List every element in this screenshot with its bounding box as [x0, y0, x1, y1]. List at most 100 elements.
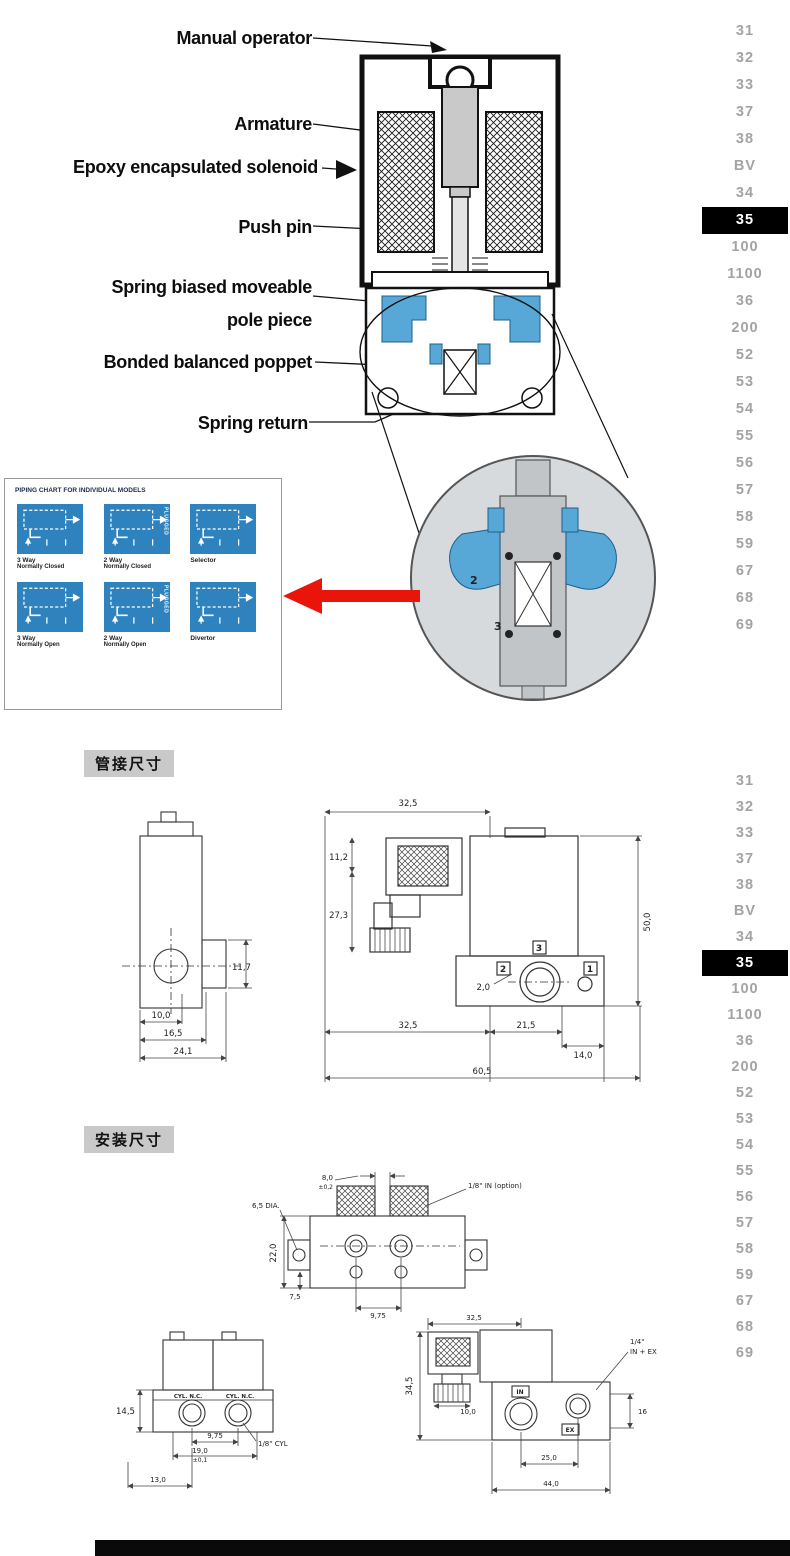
piping-side-view	[122, 811, 240, 1014]
piping-tile-sub: Normally Open	[103, 642, 147, 648]
index-tab-36: 36	[735, 1033, 755, 1049]
dim-bottom-32-5: 32,5	[399, 1021, 418, 1031]
pole-piece-part	[371, 271, 549, 289]
index-tab-57: 57	[735, 1215, 755, 1231]
index-tab-38: 38	[735, 877, 755, 893]
piping-tile-sub: Normally Closed	[103, 564, 152, 570]
piping-tile-diagram: PLUGGED	[103, 504, 170, 554]
piping-tile-6: Divertor	[190, 582, 269, 648]
dim-quarter-inch: 1/4"	[630, 1338, 645, 1346]
index-tab-68: 68	[735, 1319, 755, 1335]
piping-tile-sub: Normally Closed	[17, 564, 65, 570]
index-tab-56: 56	[735, 455, 755, 471]
piping-tile-name: Selector	[190, 557, 216, 564]
piping-tile-diagram	[17, 504, 83, 554]
index-tab-33: 33	[735, 77, 755, 93]
index-tab-67: 67	[735, 563, 755, 579]
dim-13-0: 13,0	[150, 1476, 166, 1484]
piping-tile-diagram	[190, 582, 257, 632]
coil-right	[485, 111, 543, 253]
dim-9-75-top: 9,75	[370, 1312, 386, 1320]
index-tab-200: 200	[731, 1059, 759, 1075]
piping-tile-name: 2 Way	[103, 635, 123, 642]
index-tab-32: 32	[735, 799, 755, 815]
plugged-note: PLUGGED	[162, 507, 169, 536]
dim-44-0: 44,0	[543, 1480, 559, 1488]
index-tab-bv: BV	[733, 903, 757, 919]
index-tab-31: 31	[735, 23, 755, 39]
index-tab-31: 31	[735, 773, 755, 789]
index-tab-68: 68	[735, 590, 755, 606]
dim-8-0: 8,0	[322, 1174, 333, 1182]
mounting-top-dim-lines	[279, 1172, 467, 1312]
piping-front-dim-lines	[324, 809, 642, 1082]
detail-ellipse	[359, 287, 561, 417]
index-tab-34: 34	[735, 185, 755, 201]
port2-box-label: 2	[500, 965, 506, 975]
piping-tile-name: 3 Way	[17, 557, 36, 564]
piping-tile-diagram	[17, 582, 83, 632]
piping-tile-3: Selector	[190, 504, 269, 570]
valve2-label: CYL. N.C.	[226, 1394, 254, 1400]
dim-port-option: 1/8" IN (option)	[468, 1182, 522, 1190]
index-tab-32: 32	[735, 50, 755, 66]
dim-19-0-tol: ±0,1	[193, 1457, 208, 1464]
red-pointer-arrow	[283, 578, 420, 614]
index-tab-100: 100	[731, 981, 759, 997]
mounting-dimensions-figure: 8,0 ±0,2 6,5 DIA. 1/8" IN (option) 22,0 …	[116, 1172, 657, 1494]
dim-10-0: 10,0	[152, 1011, 171, 1021]
detail-port2-label: 2	[470, 574, 478, 587]
index-tab-34: 34	[735, 929, 755, 945]
callout-push-pin: Push pin	[238, 217, 312, 237]
piping-tile-name: 2 Way	[103, 557, 123, 564]
mounting-side-dim-lines	[416, 1318, 634, 1494]
plugged-note: PLUGGED	[162, 585, 169, 614]
dim-14-5: 14,5	[116, 1407, 135, 1417]
index-tab-38: 38	[735, 131, 755, 147]
index-tab-69: 69	[735, 1345, 755, 1361]
piping-side-dim-lines	[139, 939, 252, 1062]
dim-21-5: 21,5	[517, 1021, 536, 1031]
index-tab-56: 56	[735, 1189, 755, 1205]
index-tab-59: 59	[735, 1267, 755, 1283]
dim-19-0: 19,0	[192, 1447, 208, 1455]
dim-14-0: 14,0	[574, 1051, 593, 1061]
piping-tile-name: 3 Way	[17, 635, 36, 642]
callout-poppet: Bonded balanced poppet	[103, 352, 313, 372]
mounting-side-view	[427, 1329, 611, 1441]
ex-port-label: EX	[566, 1427, 575, 1434]
index-tab-53: 53	[735, 374, 755, 390]
dim-2-0: 2,0	[476, 983, 490, 993]
valve-detail-view: 2 3	[410, 455, 656, 701]
dim-8-0-tol: ±0,2	[318, 1184, 333, 1191]
mounting-top-view	[287, 1185, 488, 1289]
index-tab-35: 35	[702, 207, 788, 234]
callout-armature: Armature	[234, 114, 312, 134]
callout-spring-return: Spring return	[197, 413, 308, 433]
piping-chart-panel: PIPING CHART FOR INDIVIDUAL MODELS 3 Way…	[4, 478, 282, 710]
index-tab-200: 200	[731, 320, 759, 336]
bottom-bar	[95, 1540, 790, 1556]
index-tab-52: 52	[735, 1085, 755, 1101]
dim-16: 16	[638, 1408, 647, 1416]
index-tab-37: 37	[735, 851, 755, 867]
index-tab-58: 58	[735, 509, 755, 525]
index-tab-57: 57	[735, 482, 755, 498]
index-tab-54: 54	[735, 401, 755, 417]
dim-50-0: 50,0	[643, 913, 653, 932]
piping-tile-diagram: PLUGGED	[103, 582, 170, 632]
dim-cyl-port: 1/8" CYL	[258, 1440, 288, 1448]
callout-manual-operator: Manual operator	[176, 28, 312, 48]
section-header-piping: 管接尺寸	[84, 750, 175, 777]
index-tab-55: 55	[735, 1163, 755, 1179]
piping-tile-sub: Normally Open	[17, 642, 60, 648]
dim-11-2: 11,2	[329, 853, 348, 863]
index-tab-37: 37	[735, 104, 755, 120]
index-tab-100: 100	[731, 239, 759, 255]
index-tab-67: 67	[735, 1293, 755, 1309]
